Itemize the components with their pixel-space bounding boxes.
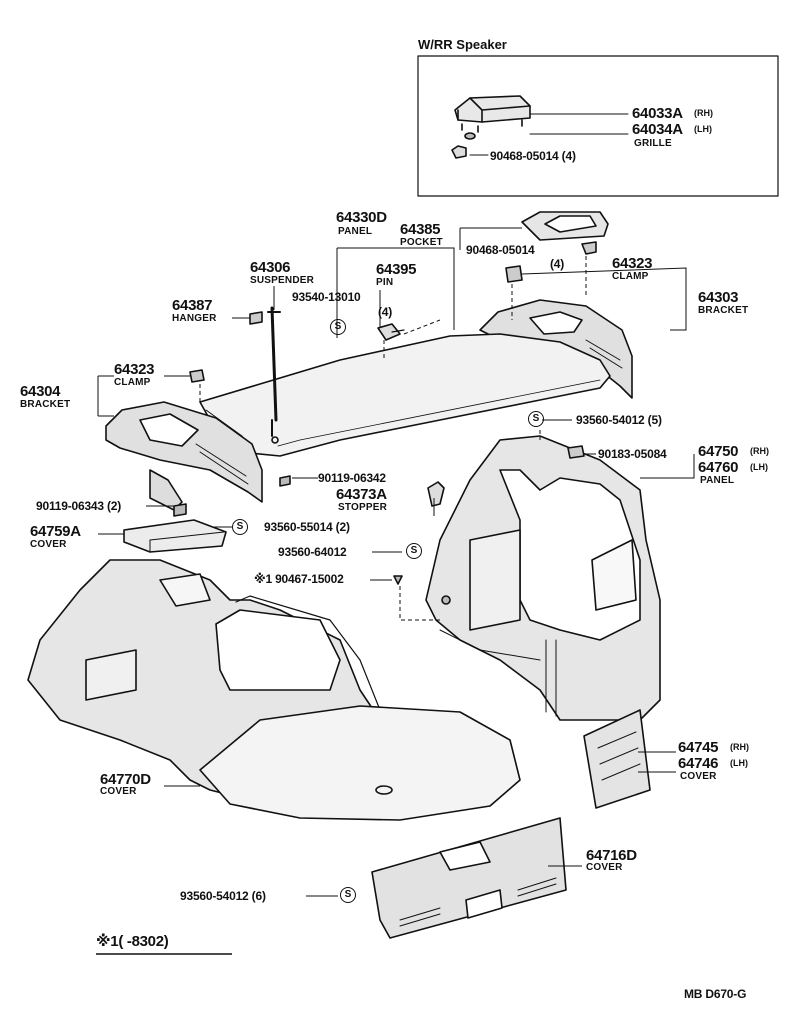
pocket-part — [521, 211, 609, 241]
part-number-90468-inset: 90468-05014 (4) — [490, 149, 576, 163]
part-name-stopper: STOPPER — [338, 502, 388, 513]
part-number-90467: ※1 90467-15002 — [254, 572, 344, 586]
part-number-93560-mid: 93560-64012 — [278, 545, 347, 559]
footnote: ※1( -8302) — [96, 933, 169, 950]
screw-symbol-93560-bottom: S — [340, 887, 356, 903]
qty-93540: (4) — [378, 305, 393, 319]
part-number-64303: 64303 — [698, 289, 739, 306]
part-number-64759A: 64759A — [30, 523, 81, 540]
part-number-64395: 64395 — [376, 261, 417, 278]
part-number-64033A: 64033A — [632, 105, 683, 122]
part-name-bracket-right: BRACKET — [698, 305, 749, 316]
part-name-pin: PIN — [376, 277, 394, 288]
right-quarter-panel-part — [425, 435, 661, 721]
part-name-panel: PANEL — [338, 226, 373, 237]
inset-title: W/RR Speaker — [418, 37, 507, 52]
part-name-suspender: SUSPENDER — [250, 275, 315, 286]
part-name-clamp-left: CLAMP — [114, 377, 151, 388]
rear-trim-panel-part — [371, 817, 567, 939]
part-number-90468-pocket: 90468-05014 — [466, 243, 535, 257]
part-number-64716D: 64716D — [586, 847, 637, 864]
part-number-64304: 64304 — [20, 383, 61, 400]
part-number-64760: 64760 — [698, 459, 739, 476]
part-number-90183: 90183-05084 — [598, 447, 667, 461]
screw-symbol-93540: S — [330, 319, 346, 335]
part-number-90119-06343: 90119-06343 (2) — [36, 499, 122, 513]
part-number-64323-right: 64323 — [612, 255, 653, 272]
part-name-cover-rear: COVER — [586, 862, 623, 873]
part-number-64385: 64385 — [400, 221, 441, 238]
part-number-64034A: 64034A — [632, 121, 683, 138]
part-number-64373A: 64373A — [336, 486, 387, 503]
suspender-rod-part — [267, 306, 281, 437]
part-number-93560-top: 93560-54012 (5) — [576, 413, 662, 427]
part-number-90119-06342: 90119-06342 — [318, 471, 386, 485]
part-name-hanger: HANGER — [172, 313, 217, 324]
left-bracket-part — [105, 401, 263, 511]
inset-frame — [417, 55, 779, 197]
parcel-shelf-panel-part — [199, 333, 611, 457]
part-name-cover-small: COVER — [30, 539, 67, 550]
floor-mat-part — [199, 705, 521, 821]
part-name-pocket: POCKET — [400, 237, 443, 248]
part-name-clamp-right: CLAMP — [612, 271, 649, 282]
part-number-64746: 64746 — [678, 755, 719, 772]
suffix-64745: (RH) — [730, 742, 749, 752]
part-name-grille: GRILLE — [634, 138, 672, 149]
screw-symbol-93560-mid: S — [406, 543, 422, 559]
qty-90468-pocket: (4) — [550, 257, 565, 271]
suffix-64746: (LH) — [730, 758, 748, 768]
part-number-64323-left: 64323 — [114, 361, 155, 378]
part-name-cover-floor: COVER — [100, 786, 137, 797]
side-cover-part — [583, 709, 651, 809]
part-number-64770D: 64770D — [100, 771, 151, 788]
part-number-64330D: 64330D — [336, 209, 387, 226]
part-number-93540: 93540-13010 — [292, 290, 361, 304]
suffix-64760: (LH) — [750, 462, 768, 472]
speaker-grille-part — [454, 95, 531, 140]
part-number-64306: 64306 — [250, 259, 291, 276]
suffix-64750: (RH) — [750, 446, 769, 456]
part-number-64387: 64387 — [172, 297, 213, 314]
part-name-panel-side: PANEL — [700, 475, 735, 486]
part-number-93560-bottom: 93560-54012 (6) — [180, 889, 266, 903]
screw-symbol-93560-top: S — [528, 411, 544, 427]
suffix-lh: (LH) — [694, 124, 712, 134]
suffix-rh: (RH) — [694, 108, 713, 118]
part-number-64745: 64745 — [678, 739, 719, 756]
part-number-64750: 64750 — [698, 443, 739, 460]
drawing-code: MB D670-G — [684, 987, 747, 1001]
screw-symbol-93560-55014: S — [232, 519, 248, 535]
part-name-cover-side: COVER — [680, 771, 717, 782]
part-number-93560-55014: 93560-55014 (2) — [264, 520, 350, 534]
small-cover-plate-part — [123, 519, 227, 553]
inset-clip-part — [451, 145, 467, 159]
part-name-bracket-left: BRACKET — [20, 399, 71, 410]
